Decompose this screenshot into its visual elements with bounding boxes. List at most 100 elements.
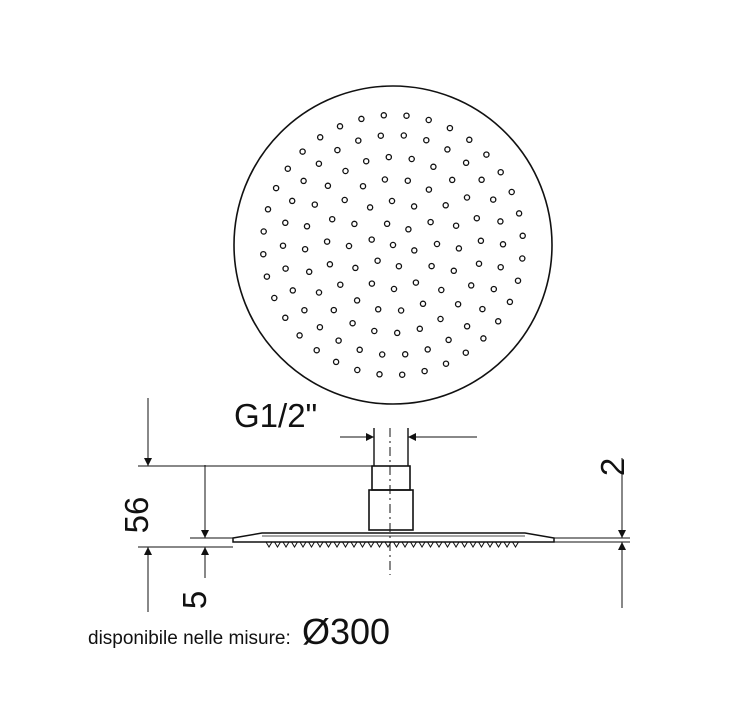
height-dimension <box>138 398 372 612</box>
nozzle <box>462 349 470 356</box>
plate-nozzle <box>274 541 281 548</box>
nozzle <box>282 265 289 272</box>
plate-nozzle <box>384 541 392 548</box>
nozzle <box>288 197 296 205</box>
nozzle <box>403 112 410 119</box>
nozzle <box>475 260 483 267</box>
nozzle <box>323 238 331 245</box>
nozzle <box>326 261 334 268</box>
offset-label: 2 <box>594 458 631 476</box>
nozzle <box>478 176 485 184</box>
nozzle <box>353 297 361 304</box>
nozzle <box>404 177 412 184</box>
side-view <box>232 428 555 575</box>
nozzle <box>324 182 332 190</box>
plate-nozzle <box>316 541 324 548</box>
nozzle <box>477 237 485 245</box>
nozzle <box>455 245 463 252</box>
nozzle <box>362 157 370 165</box>
nozzle <box>444 146 451 153</box>
plate-nozzle <box>401 541 409 548</box>
nozzle <box>381 176 389 183</box>
nozzle <box>494 318 502 325</box>
nozzle <box>315 289 323 296</box>
plate-nozzle <box>350 541 358 548</box>
nozzle <box>374 257 381 264</box>
nozzle <box>489 196 497 203</box>
nozzle <box>519 255 526 262</box>
nozzle <box>463 194 471 201</box>
nozzle <box>497 263 504 271</box>
plate-nozzle <box>469 541 477 548</box>
nozzle <box>303 223 311 230</box>
plate-nozzle <box>291 541 298 548</box>
nozzle <box>337 281 344 288</box>
nozzle <box>497 168 504 176</box>
nozzle <box>368 280 376 287</box>
nozzle <box>342 167 349 175</box>
offset-dimension <box>554 458 630 608</box>
nozzle <box>380 112 388 119</box>
plate-nozzle <box>495 541 502 548</box>
nozzle <box>388 197 396 205</box>
nozzle <box>423 136 430 144</box>
nozzle <box>514 277 522 284</box>
availability-prefix: disponibile nelle misure: <box>88 628 291 649</box>
connector-body <box>368 489 414 531</box>
nozzle <box>450 267 458 275</box>
nozzle <box>296 332 303 339</box>
plate-nozzle <box>478 541 485 548</box>
nozzle <box>351 220 358 228</box>
nozzle <box>497 218 504 225</box>
nozzle <box>385 153 393 161</box>
nozzle <box>445 336 452 344</box>
nozzle <box>490 285 498 293</box>
nozzle <box>393 329 401 337</box>
nozzle <box>341 196 348 204</box>
plate-nozzle <box>410 541 417 548</box>
nozzle <box>378 351 386 358</box>
nozzle <box>264 206 272 213</box>
plate-nozzle <box>282 541 290 548</box>
nozzle <box>311 201 319 208</box>
shower-head-outline <box>233 85 553 405</box>
nozzle <box>282 314 289 322</box>
plate-nozzle <box>486 541 494 548</box>
nozzle <box>454 300 462 308</box>
nozzle <box>437 315 444 323</box>
nozzle <box>354 366 361 374</box>
nozzle <box>271 294 278 302</box>
nozzle <box>448 176 456 184</box>
nozzle <box>479 305 486 313</box>
diameter-label: Ø300 <box>302 611 390 652</box>
nozzle <box>499 241 507 248</box>
nozzle <box>467 282 475 289</box>
nozzle <box>419 300 427 308</box>
thickness-label: 5 <box>176 591 213 609</box>
nozzle <box>428 262 435 270</box>
top-view <box>233 85 553 405</box>
nozzle <box>389 241 397 249</box>
nozzle <box>332 358 340 366</box>
nozzle <box>400 132 408 139</box>
plate-nozzle <box>503 541 511 548</box>
nozzle <box>515 210 523 217</box>
nozzle <box>442 202 449 209</box>
plate-nozzle <box>299 541 307 548</box>
nozzle <box>427 218 434 226</box>
plate-nozzle <box>461 541 468 548</box>
nozzle <box>452 222 460 229</box>
nozzle <box>282 219 289 227</box>
nozzle <box>483 151 490 158</box>
nozzle <box>412 279 420 286</box>
nozzle <box>284 165 292 172</box>
nozzle <box>299 148 306 155</box>
nozzle <box>416 325 424 333</box>
nozzle <box>390 285 398 293</box>
thread-label: G1/2" <box>234 397 317 434</box>
nozzle <box>438 286 445 294</box>
nozzle <box>330 306 338 314</box>
nozzle-pattern <box>260 112 526 378</box>
nozzle <box>377 132 385 139</box>
